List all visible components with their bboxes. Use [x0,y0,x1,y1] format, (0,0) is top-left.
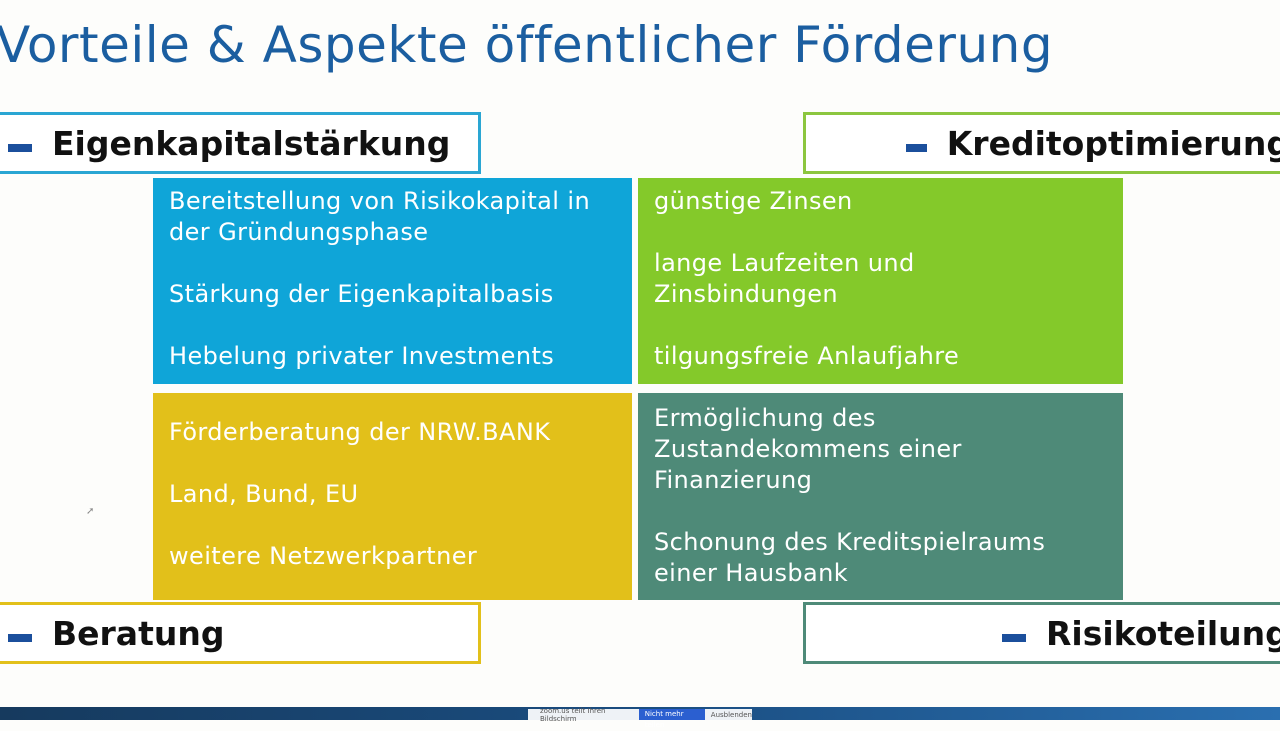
list-item: lange Laufzeiten und Zinsbindungen [654,249,915,308]
heading-text: Beratung [52,613,225,653]
list-item: günstige Zinsen [654,187,853,215]
list-item: Bereitstellung von Risikokapital in der … [169,187,591,246]
stop-sharing-button[interactable]: Nicht mehr teilen [638,709,705,729]
tile-risiko: Ermöglichung des Zustandekommens einer F… [638,393,1123,600]
header-eigenkapitalstaerkung: Eigenkapitalstärkung [0,112,481,174]
slide-title: Vorteile & Aspekte öffentlicher Förderun… [0,16,1054,74]
bullet-bar-icon [906,144,927,152]
list-item: weitere Netzwerkpartner [169,542,478,570]
heading-text: Eigenkapitalstärkung [52,123,451,163]
bullet-bar-icon [1002,634,1026,642]
header-risikoteilung: Risikoteilung [803,602,1280,664]
list-item: Ermöglichung des Zustandekommens einer F… [654,404,962,494]
tile-eigenkapital: Bereitstellung von Risikokapital in der … [153,178,632,384]
list-item: Stärkung der Eigenkapitalbasis [169,280,554,308]
list-item: Förderberatung der NRW.BANK [169,418,551,446]
share-message: zoom.us teilt Ihren Bildschirm [540,706,606,723]
heading-text: Risikoteilung [1046,613,1280,653]
screen-share-panel: zoom.us teilt Ihren Bildschirm Nicht meh… [528,706,752,729]
list-item: Schonung des Kreditspielraums einer Haus… [654,528,1046,587]
heading-text: Kreditoptimierung [946,123,1280,163]
mouse-cursor-icon: ➚ [86,506,95,517]
tile-beratung: Förderberatung der NRW.BANK Land, Bund, … [153,393,632,600]
header-beratung: Beratung [0,602,481,664]
tile-kredit: günstige Zinsen lange Laufzeiten und Zin… [638,178,1123,384]
bullet-bar-icon [8,634,32,642]
hide-button[interactable]: Ausblenden [710,710,752,719]
list-item: Land, Bund, EU [169,480,359,508]
list-item: Hebelung privater Investments [169,342,555,370]
bullet-bar-icon [8,144,32,152]
header-kreditoptimierung: Kreditoptimierung [803,112,1280,174]
list-item: tilgungsfreie Anlaufjahre [654,342,960,370]
